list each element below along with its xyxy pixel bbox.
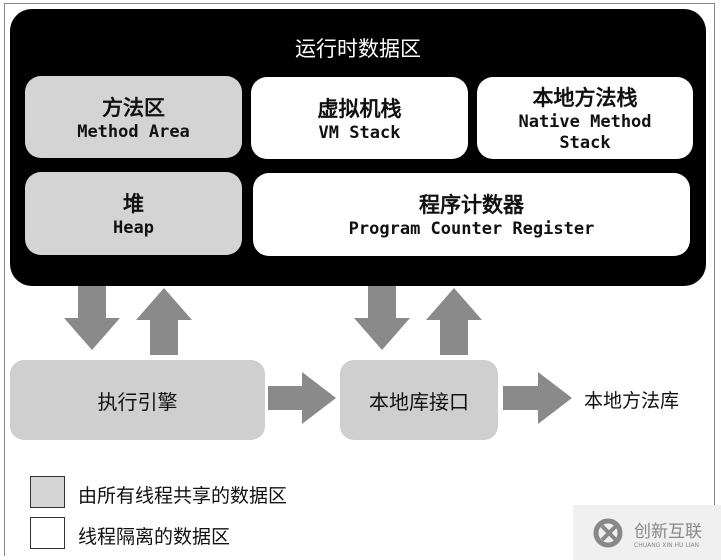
legend-isolated-label: 线程隔离的数据区 — [78, 526, 231, 548]
native-method-stack: 本地方法栈 Native Method Stack — [477, 77, 693, 159]
native-interface: 本地库接口 — [340, 360, 498, 440]
heap: 堆 Heap — [25, 172, 242, 255]
outer-frame — [4, 3, 715, 556]
native-method-stack-en: Native Method Stack — [518, 112, 652, 153]
arrow-right-interface-library — [503, 372, 572, 424]
method-area-zh: 方法区 — [102, 95, 165, 120]
pc-register-zh: 程序计数器 — [419, 193, 524, 217]
native-library: 本地方法库 — [584, 390, 680, 412]
heap-en: Heap — [113, 218, 154, 238]
method-area: 方法区 Method Area — [25, 76, 242, 158]
arrow-right-engine-interface — [268, 372, 336, 424]
pc-register-en: Program Counter Register — [348, 219, 595, 239]
watermark-en: CHUANG XIN HU LIAN — [634, 541, 700, 549]
heap-zh: 堆 — [123, 192, 144, 216]
legend-shared-swatch — [30, 476, 65, 508]
watermark-zh: 创新互联 — [634, 521, 702, 542]
arrow-up-interface — [426, 288, 482, 355]
vm-stack-en: VM Stack — [318, 122, 401, 143]
program-counter-register: 程序计数器 Program Counter Register — [253, 173, 690, 256]
arrow-up-engine — [136, 288, 192, 355]
vm-stack: 虚拟机栈 VM Stack — [251, 77, 468, 159]
watermark-logo-icon — [593, 518, 623, 547]
execution-engine: 执行引擎 — [10, 360, 265, 440]
arrow-down-interface — [354, 286, 410, 350]
legend-shared-label: 由所有线程共享的数据区 — [78, 485, 288, 507]
method-area-en: Method Area — [77, 121, 190, 142]
legend-isolated-swatch — [30, 517, 65, 549]
arrow-down-engine — [64, 286, 120, 350]
native-method-stack-zh: 本地方法栈 — [532, 86, 638, 110]
vm-stack-zh: 虚拟机栈 — [317, 96, 402, 121]
runtime-data-area-title: 运行时数据区 — [295, 37, 421, 61]
